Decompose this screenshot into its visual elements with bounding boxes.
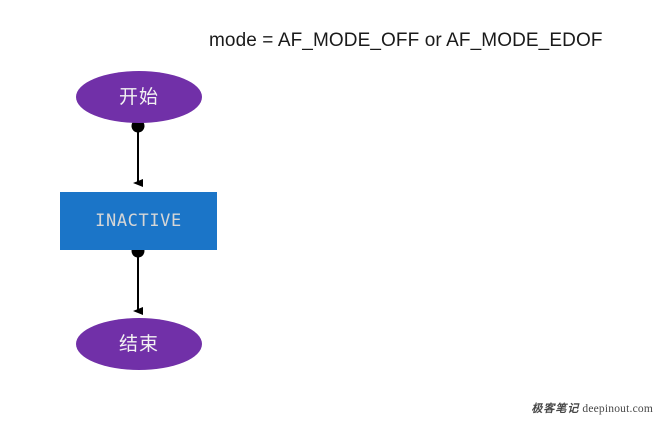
watermark-brand: 极客笔记 xyxy=(531,402,580,415)
watermark: 极客笔记 deepinout.com xyxy=(531,400,653,416)
node-inactive-label: INACTIVE xyxy=(95,210,182,231)
edge-start-inactive xyxy=(131,119,145,187)
node-start-label: 开始 xyxy=(118,85,159,108)
node-end-label: 结束 xyxy=(118,332,159,355)
diagram-title: mode = AF_MODE_OFF or AF_MODE_EDOF xyxy=(209,30,603,51)
node-end[interactable]: 结束 xyxy=(76,318,202,370)
edge-inactive-end xyxy=(131,244,145,315)
watermark-url: deepinout.com xyxy=(582,403,653,415)
node-start[interactable]: 开始 xyxy=(76,71,202,123)
node-inactive[interactable]: INACTIVE xyxy=(60,192,217,250)
